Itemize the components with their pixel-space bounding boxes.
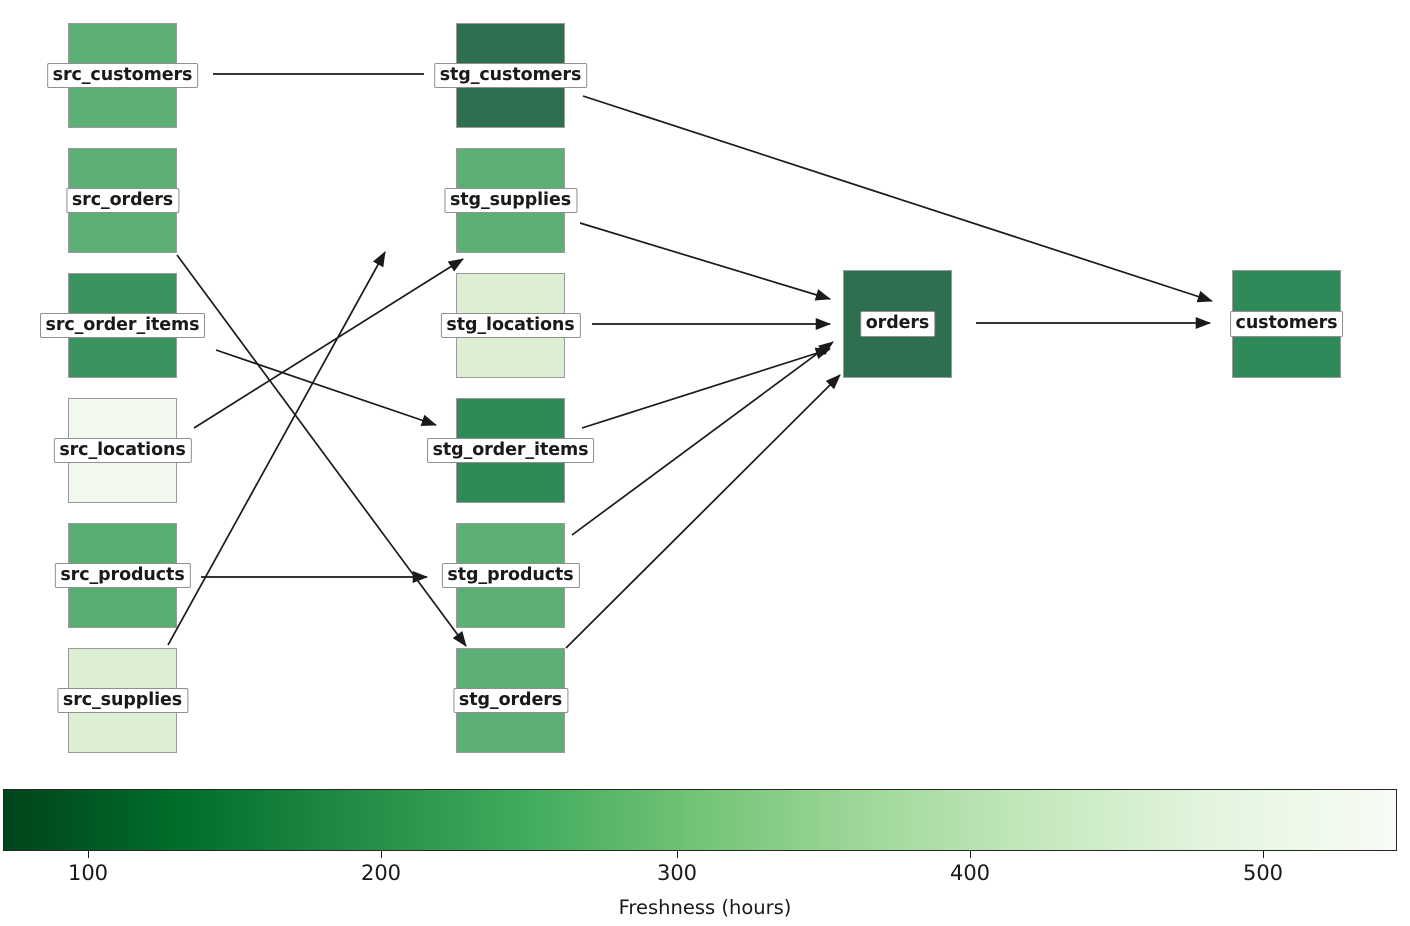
- node-label-stg_products: stg_products: [441, 562, 580, 589]
- edge-stg_customers-to-customers: [582, 95, 1213, 303]
- node-label-src_order_items: src_order_items: [39, 312, 206, 339]
- node-label-stg_orders: stg_orders: [452, 687, 569, 714]
- node-label-orders: orders: [859, 311, 936, 337]
- node-label-src_products: src_products: [54, 562, 191, 589]
- colorbar-tick-400: [970, 851, 971, 858]
- colorbar: [3, 789, 1397, 851]
- edge-stg_order_items-to-orders: [581, 347, 831, 429]
- edge-src_locations-to-stg_locations: [193, 258, 464, 429]
- colorbar-tick-label-400: 400: [949, 861, 991, 885]
- node-label-customers: customers: [1229, 311, 1344, 337]
- edge-src_orders-to-stg_orders: [176, 254, 467, 647]
- colorbar-tick-label-500: 500: [1242, 861, 1284, 885]
- colorbar-tick-200: [381, 851, 382, 858]
- edge-stg_products-to-orders: [571, 341, 834, 536]
- colorbar-tick-500: [1263, 851, 1264, 858]
- node-label-stg_supplies: stg_supplies: [443, 187, 578, 214]
- edge-stg_orders-to-orders: [565, 374, 841, 649]
- node-label-src_locations: src_locations: [53, 437, 192, 464]
- colorbar-tick-300: [677, 851, 678, 858]
- node-label-stg_locations: stg_locations: [440, 312, 581, 339]
- colorbar-tick-100: [88, 851, 89, 858]
- colorbar-tick-label-300: 300: [656, 861, 698, 885]
- colorbar-gradient: [3, 789, 1397, 851]
- node-label-src_customers: src_customers: [46, 62, 199, 89]
- colorbar-tick-label-100: 100: [67, 861, 109, 885]
- node-label-src_supplies: src_supplies: [56, 687, 189, 714]
- node-label-stg_order_items: stg_order_items: [426, 437, 595, 464]
- edge-src_supplies-to-stg_supplies: [167, 251, 386, 646]
- node-label-stg_customers: stg_customers: [433, 62, 588, 89]
- node-label-src_orders: src_orders: [65, 187, 180, 214]
- edge-src_order_items-to-stg_order_items: [215, 349, 437, 427]
- colorbar-axis-label: Freshness (hours): [618, 896, 792, 919]
- colorbar-tick-label-200: 200: [360, 861, 402, 885]
- edge-stg_supplies-to-orders: [579, 222, 831, 301]
